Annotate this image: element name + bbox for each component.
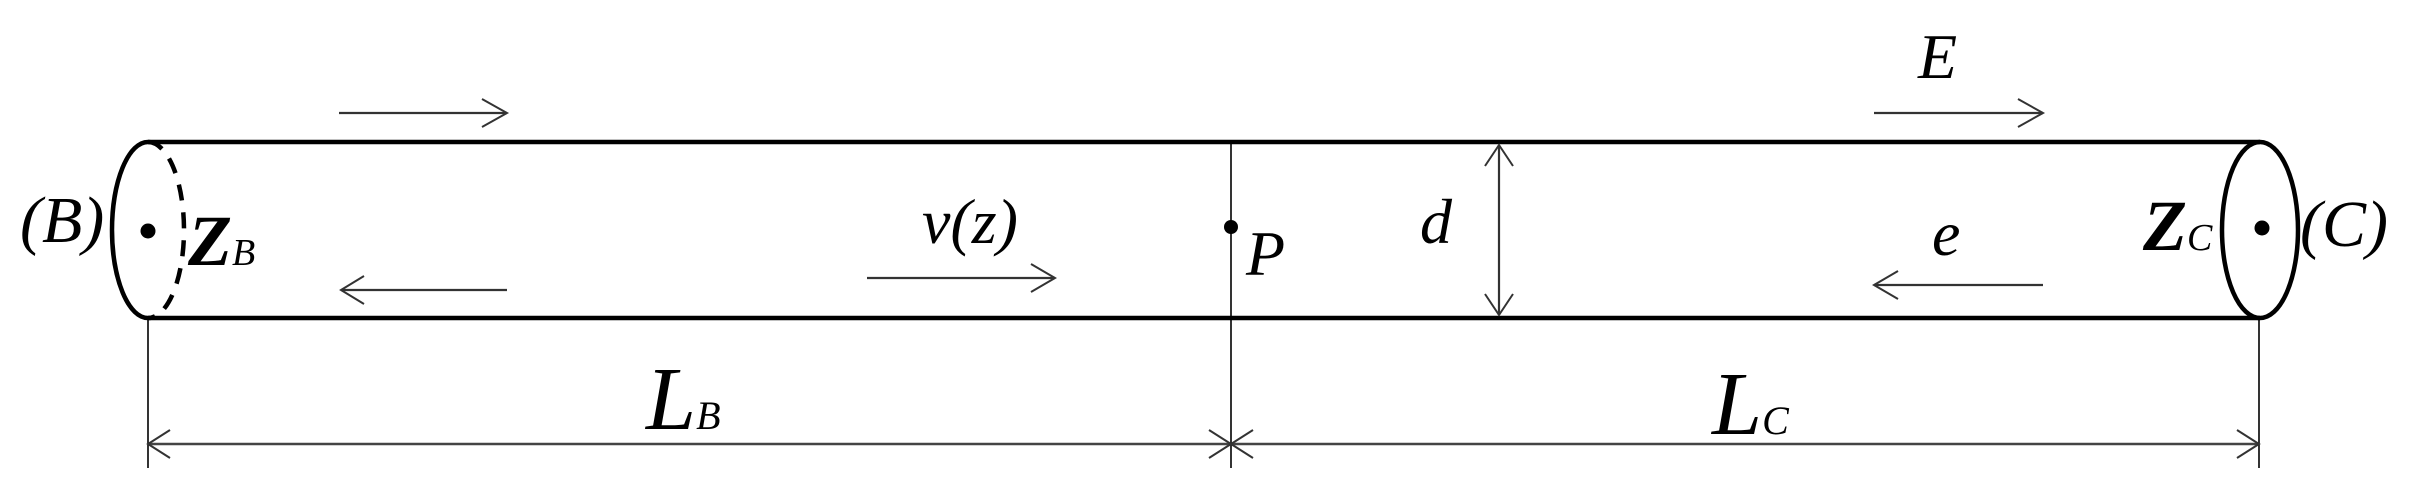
diameter-arrowhead-top <box>1484 143 1514 167</box>
velocity-arrow <box>867 263 1057 293</box>
right-center-dot <box>2254 220 2270 236</box>
left-end-cap <box>109 139 187 321</box>
lb-arrowhead-left <box>146 429 171 459</box>
outgoing-wave-arrow <box>1874 98 2046 128</box>
top-left-arrow <box>339 98 510 128</box>
left-ellipse-front <box>109 139 149 321</box>
diameter-arrowhead-bottom <box>1484 293 1514 317</box>
diameter-dimension <box>1484 143 1514 317</box>
p-dot <box>1224 220 1238 234</box>
lc-arrowhead-right <box>2236 429 2261 459</box>
length-dimensions <box>146 318 2261 468</box>
right-ellipse <box>2219 139 2301 321</box>
right-end-cap <box>2219 139 2301 321</box>
left-ellipse-back-dashed <box>147 139 187 321</box>
tube-body <box>148 139 2260 321</box>
incoming-wave-arrow <box>1872 270 2043 300</box>
left-center-dot <box>140 223 156 239</box>
bottom-left-arrow <box>339 275 507 305</box>
lc-arrowhead-left <box>1229 429 1254 459</box>
